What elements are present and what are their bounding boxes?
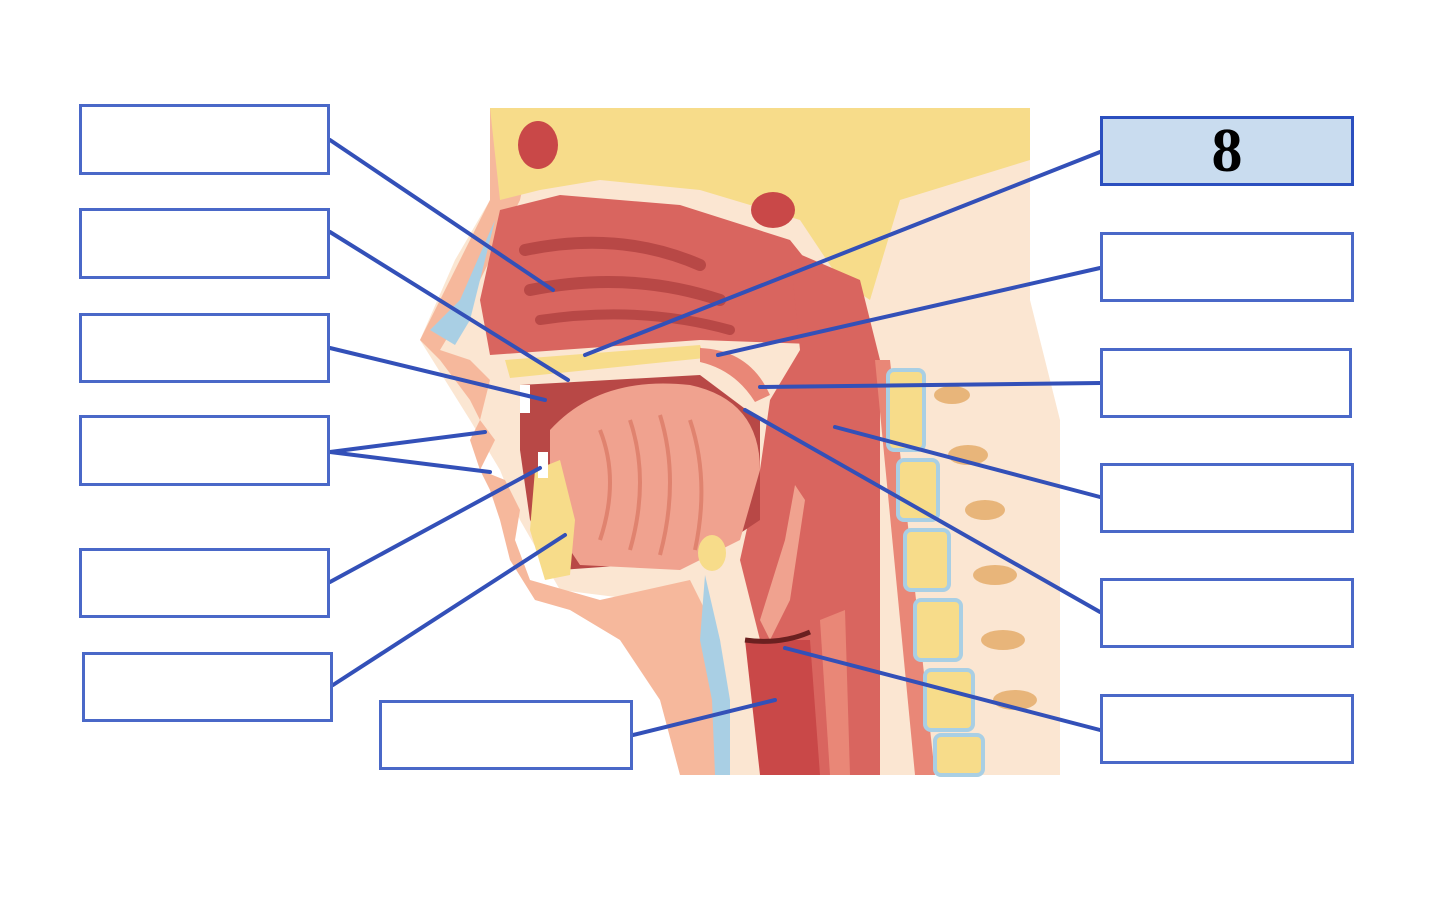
label-number-8: 8: [1211, 116, 1243, 185]
hyoid-bone: [698, 535, 726, 571]
nasal-concha-1: [519, 236, 706, 271]
leader-line: [631, 698, 777, 737]
sphenoid-sinus: [751, 192, 795, 228]
vocal-folds: [744, 629, 811, 644]
label-box-right-3[interactable]: [1100, 348, 1352, 418]
leader-line: [743, 408, 1102, 614]
label-box-left-6[interactable]: [82, 652, 333, 722]
leader-line: [331, 533, 567, 687]
leader-line: [328, 450, 492, 474]
leader-line: [716, 266, 1102, 357]
leader-line: [583, 150, 1102, 357]
nasal-concha-3: [535, 309, 735, 335]
label-box-right-2[interactable]: [1100, 232, 1354, 302]
laryngeal-cartilage: [700, 575, 730, 775]
vertebral-spinous-processes: [934, 386, 1037, 710]
leader-line: [328, 430, 487, 454]
label-box-left-5[interactable]: [79, 548, 330, 618]
vertebrae: [886, 368, 985, 777]
leader-line: [758, 381, 1102, 389]
label-box-left-1[interactable]: [79, 104, 330, 175]
tongue-muscle-fibers: [598, 414, 704, 556]
leader-line: [328, 466, 542, 584]
frontal-sinus: [518, 121, 558, 169]
nasal-cartilage: [430, 220, 495, 345]
leader-line: [328, 230, 570, 382]
label-box-left-3[interactable]: [79, 313, 330, 383]
tongue: [550, 383, 760, 570]
epiglottis: [760, 485, 805, 640]
label-box-left-2[interactable]: [79, 208, 330, 279]
label-box-left-4[interactable]: [79, 415, 330, 486]
label-box-right-6[interactable]: [1100, 694, 1354, 764]
leader-lines: [328, 138, 1102, 737]
esophagus: [820, 610, 850, 775]
label-box-right-5[interactable]: [1100, 578, 1354, 648]
face-skin: [420, 108, 730, 775]
soft-palate: [700, 348, 770, 402]
label-box-right-4[interactable]: [1100, 463, 1354, 533]
lower-tooth: [538, 452, 548, 478]
label-box-right-1[interactable]: 8: [1100, 116, 1354, 186]
leader-line: [328, 346, 547, 402]
leader-line: [783, 646, 1102, 732]
nasal-concha-2: [524, 276, 726, 306]
leader-line: [328, 138, 555, 292]
leader-line: [833, 425, 1102, 499]
label-box-bottom[interactable]: [379, 700, 633, 770]
upper-tooth: [520, 385, 530, 413]
trachea: [745, 640, 820, 775]
